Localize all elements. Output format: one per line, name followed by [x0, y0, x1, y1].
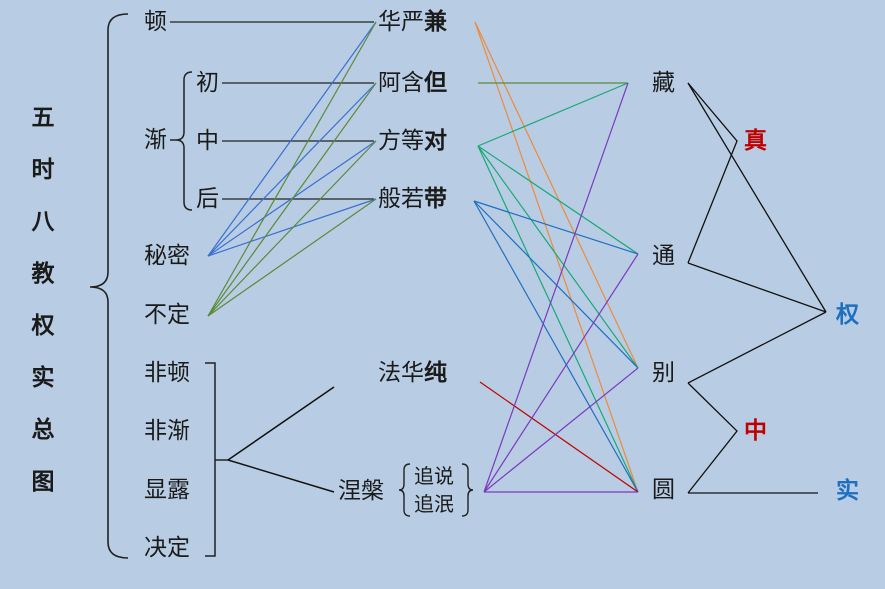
label-manifest: 显露: [144, 477, 190, 503]
label-provisional: 权: [836, 302, 859, 328]
label-secret: 秘密: [144, 243, 190, 269]
label-nirvana: 涅槃: [338, 478, 384, 504]
label-prajna: 般若带: [378, 186, 447, 212]
label-huayan: 华严兼: [378, 9, 447, 35]
label-vaipulya: 方等对: [378, 128, 447, 154]
main-brace: [89, 13, 129, 559]
label-determinate: 决定: [144, 535, 190, 561]
label-middle-way: 中: [744, 418, 767, 444]
title-char: 五: [31, 105, 55, 131]
label-middle: 中: [196, 128, 219, 154]
label-gradual: 渐: [144, 127, 167, 153]
label-zhuimin: 追泯: [414, 492, 454, 516]
label-indeterminate: 不定: [144, 302, 190, 328]
title-char: 图: [31, 469, 55, 495]
label-zhuishuo: 追说: [414, 464, 454, 488]
label-tong: 通: [652, 243, 675, 269]
title-char: 权: [31, 313, 55, 339]
gradual-brace: [175, 71, 193, 211]
vertical-title: 五 时 八 教 权 实 总 图: [30, 92, 56, 508]
label-lotus: 法华纯: [378, 360, 447, 386]
label-early: 初: [196, 70, 219, 96]
label-late: 后: [196, 186, 219, 212]
label-agama: 阿含但: [378, 70, 447, 96]
label-yuan: 圆: [652, 477, 675, 503]
label-non-gradual: 非渐: [144, 418, 190, 444]
label-sudden: 顿: [144, 9, 167, 35]
label-bie: 别: [652, 360, 675, 386]
label-real: 实: [836, 478, 859, 504]
nirvana-brace-left: [398, 463, 411, 517]
label-truth: 真: [744, 128, 767, 154]
title-char: 实: [31, 365, 55, 391]
title-char: 总: [31, 417, 55, 443]
title-char: 时: [31, 157, 55, 183]
title-char: 教: [31, 261, 55, 287]
nirvana-brace-right: [461, 463, 474, 517]
label-zang: 藏: [652, 70, 675, 96]
label-non-sudden: 非顿: [144, 360, 190, 386]
title-char: 八: [31, 209, 55, 235]
right-bracket: [205, 362, 216, 557]
